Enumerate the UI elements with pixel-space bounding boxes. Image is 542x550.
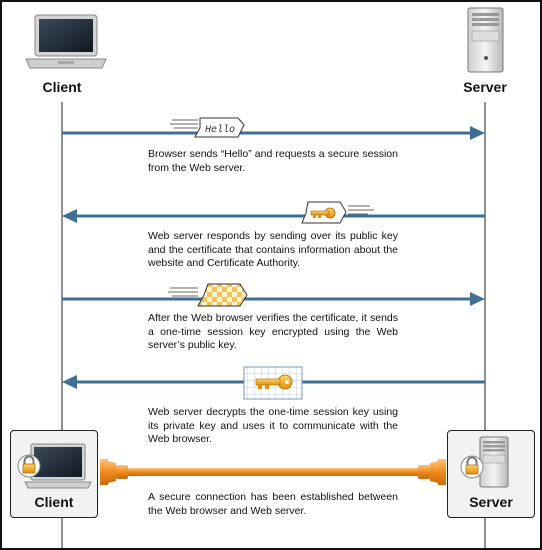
hello-label: Hello bbox=[205, 124, 235, 136]
server-secure-box: Server bbox=[447, 430, 535, 518]
encrypted-session-key-icon bbox=[168, 283, 248, 307]
step-3-description: After the Web browser verifies the certi… bbox=[148, 312, 398, 351]
secure-laptop-icon bbox=[17, 443, 92, 489]
arrow-hello bbox=[62, 126, 485, 140]
arrow-public-key bbox=[62, 209, 485, 223]
secure-server-icon bbox=[460, 436, 509, 488]
laptop-icon bbox=[25, 14, 107, 69]
lock-icon bbox=[17, 454, 41, 478]
server-box-label: Server bbox=[469, 494, 513, 510]
hello-message-icon: Hello bbox=[170, 117, 245, 138]
client-secure-box: Client bbox=[10, 430, 98, 518]
lock-icon bbox=[460, 455, 484, 479]
step-2-description: Web server responds by sending over its … bbox=[148, 230, 398, 269]
step-1-description: Browser sends “Hello” and requests a sec… bbox=[148, 148, 398, 174]
server-label: Server bbox=[463, 79, 507, 95]
decrypted-session-key-icon bbox=[243, 366, 303, 400]
server-icon bbox=[467, 7, 504, 73]
client-label: Client bbox=[42, 79, 82, 95]
secure-connection-cable bbox=[100, 459, 446, 485]
final-description: A secure connection has been established… bbox=[148, 491, 398, 517]
step-4-description: Web server decrypts the one-time session… bbox=[148, 406, 398, 445]
public-key-certificate-icon bbox=[301, 201, 374, 224]
arrow-session-key bbox=[62, 292, 485, 306]
client-box-label: Client bbox=[34, 494, 74, 510]
